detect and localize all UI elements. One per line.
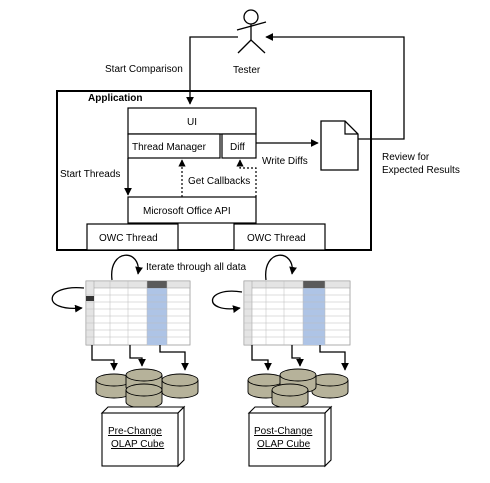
spreadsheet-left-icon — [85, 280, 191, 346]
pre-change-cube-label-line1: Pre-Change — [108, 426, 162, 437]
ui-label: UI — [187, 117, 197, 128]
owc-thread-right — [233, 223, 326, 251]
post-change-cube-label-line2: OLAP Cube — [257, 439, 311, 450]
owc-thread-left-label: OWC Thread — [99, 233, 158, 244]
pre-change-cube-icon — [100, 405, 186, 468]
spreadsheet-right-icon — [243, 280, 351, 346]
iterate-loop-arrow-left-side — [51, 287, 85, 313]
expected-results-document-icon — [320, 120, 359, 171]
iterate-loop-arrow-right-top — [265, 254, 297, 281]
application-boundary — [56, 90, 372, 251]
sheet-to-db-arrows-right — [251, 345, 349, 371]
office-api-label: Microsoft Office API — [143, 206, 231, 217]
start-comparison-label: Start Comparison — [105, 64, 183, 75]
review-label-line2: Expected Results — [382, 165, 460, 176]
iterate-loop-arrow-right-side — [211, 290, 243, 313]
callback-arrow-right — [236, 159, 257, 197]
thread-manager-component — [127, 133, 221, 159]
start-threads-label: Start Threads — [60, 169, 120, 180]
pre-change-cube-label-line2: OLAP Cube — [111, 439, 165, 450]
iterate-label: Iterate through all data — [146, 262, 247, 273]
write-diffs-label: Write Diffs — [262, 156, 308, 167]
diff-label: Diff — [230, 142, 245, 153]
thread-manager-label: Thread Manager — [132, 142, 207, 153]
tester-actor-icon — [236, 9, 267, 54]
iterate-loop-arrow-left-top — [111, 254, 143, 281]
review-arrow — [265, 33, 405, 140]
post-change-cube-icon — [247, 405, 333, 468]
review-label-line1: Review for — [382, 152, 430, 163]
start-comparison-arrow — [186, 36, 238, 105]
tester-label: Tester — [233, 65, 261, 76]
owc-thread-left — [86, 223, 179, 251]
owc-thread-right-label: OWC Thread — [247, 233, 306, 244]
sheet-to-db-arrows-left — [91, 345, 189, 371]
post-change-cube-label-line1: Post-Change — [254, 426, 313, 437]
database-cluster-left-icon — [95, 368, 199, 409]
application-title: Application — [88, 93, 142, 104]
ui-component — [127, 107, 257, 135]
office-api-component — [127, 196, 257, 224]
database-cluster-right-icon — [247, 368, 349, 409]
diff-component — [221, 133, 257, 159]
get-callbacks-label: Get Callbacks — [188, 176, 250, 187]
